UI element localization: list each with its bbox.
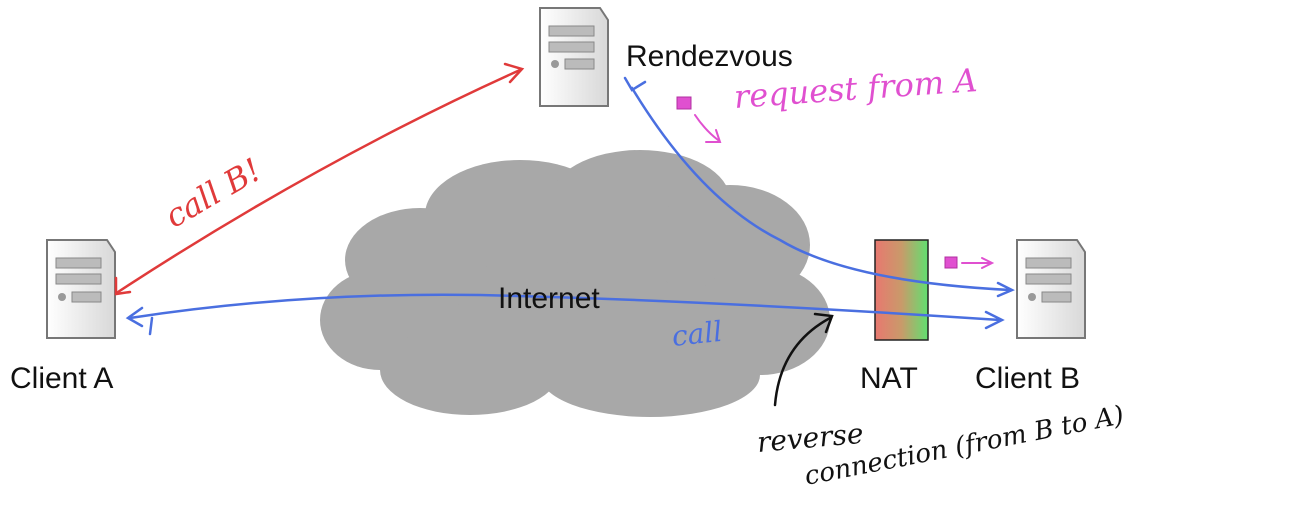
red-call-arrow <box>114 62 525 296</box>
blue-connection-lines <box>125 76 1015 336</box>
packet-icon <box>676 96 958 269</box>
call-annotation: call <box>670 314 724 353</box>
client-a-server-icon <box>46 239 116 339</box>
client-b-label: Client B <box>975 362 1081 395</box>
nat-box <box>874 239 929 341</box>
nat-label: NAT <box>860 362 918 395</box>
pink-pointer-arrows <box>694 114 995 269</box>
rendezvous-label: Rendezvous <box>626 40 793 73</box>
reverse-connection-arrow <box>773 312 834 407</box>
client-a-label: Client A <box>10 362 114 395</box>
internet-label: Internet <box>498 282 600 315</box>
internet-cloud <box>320 150 830 417</box>
rendezvous-server-icon <box>539 7 609 107</box>
client-b-server-icon <box>1016 239 1086 339</box>
